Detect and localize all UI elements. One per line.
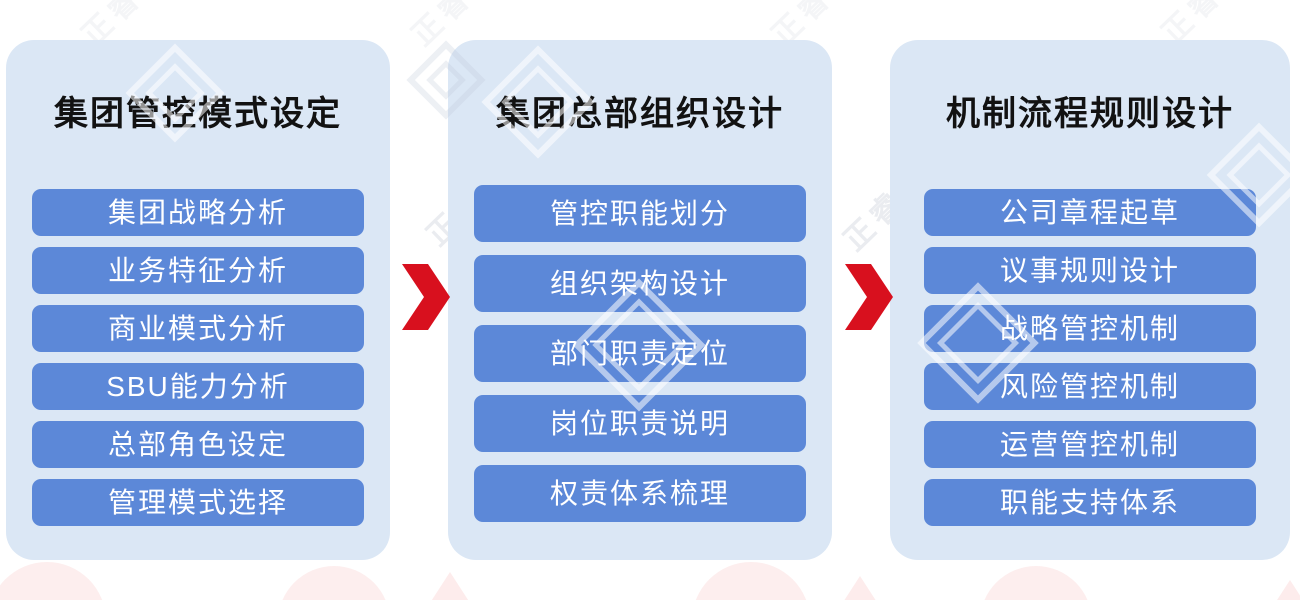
step-strategic-control-mechanism: 战略管控机制 xyxy=(924,305,1256,352)
brand-logo-watermark xyxy=(0,562,106,600)
panel-title: 集团管控模式设定 xyxy=(54,95,342,133)
panel-hq-organization-design: 集团总部组织设计 管控职能划分 组织架构设计 部门职责定位 岗位职责说明 权责体… xyxy=(448,40,832,560)
flow-arrow-icon xyxy=(845,264,893,330)
flow-arrow-icon xyxy=(402,264,450,330)
panel-title: 集团总部组织设计 xyxy=(496,95,784,133)
step-department-responsibility-positioning: 部门职责定位 xyxy=(474,325,806,382)
brand-logo-watermark xyxy=(980,566,1092,600)
step-management-model-selection: 管理模式选择 xyxy=(32,479,364,526)
step-group-strategy-analysis: 集团战略分析 xyxy=(32,189,364,236)
step-position-responsibility-description: 岗位职责说明 xyxy=(474,395,806,452)
step-risk-control-mechanism: 风险管控机制 xyxy=(924,363,1256,410)
panel-mechanism-process-rules: 机制流程规则设计 公司章程起草 议事规则设计 战略管控机制 风险管控机制 运营管… xyxy=(890,40,1290,560)
brand-logo-watermark xyxy=(278,566,390,600)
step-business-characteristics-analysis: 业务特征分析 xyxy=(32,247,364,294)
step-functional-support-system: 职能支持体系 xyxy=(924,479,1256,526)
step-list: 管控职能划分 组织架构设计 部门职责定位 岗位职责说明 权责体系梳理 xyxy=(448,185,832,522)
panel-group-control-mode: 集团管控模式设定 集团战略分析 业务特征分析 商业模式分析 SBU能力分析 总部… xyxy=(6,40,390,560)
step-business-model-analysis: 商业模式分析 xyxy=(32,305,364,352)
brand-logo-watermark xyxy=(692,562,810,600)
step-authority-system-sorting: 权责体系梳理 xyxy=(474,465,806,522)
panel-title: 机制流程规则设计 xyxy=(946,95,1234,133)
brand-triangle-watermark xyxy=(1268,580,1300,600)
step-meeting-rules-design: 议事规则设计 xyxy=(924,247,1256,294)
step-sbu-capability-analysis: SBU能力分析 xyxy=(32,363,364,410)
step-list: 公司章程起草 议事规则设计 战略管控机制 风险管控机制 运营管控机制 职能支持体… xyxy=(890,189,1290,526)
step-control-function-division: 管控职能划分 xyxy=(474,185,806,242)
step-list: 集团战略分析 业务特征分析 商业模式分析 SBU能力分析 总部角色设定 管理模式… xyxy=(6,189,390,526)
brand-triangle-watermark xyxy=(838,576,882,600)
step-operation-control-mechanism: 运营管控机制 xyxy=(924,421,1256,468)
step-company-charter-drafting: 公司章程起草 xyxy=(924,189,1256,236)
step-org-structure-design: 组织架构设计 xyxy=(474,255,806,312)
step-hq-role-setting: 总部角色设定 xyxy=(32,421,364,468)
brand-triangle-watermark xyxy=(428,572,472,600)
